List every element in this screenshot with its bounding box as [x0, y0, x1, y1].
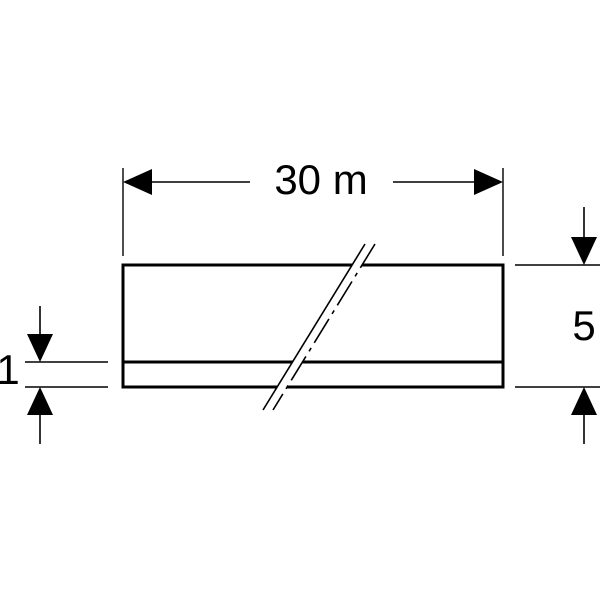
arrow-up-icon — [571, 387, 597, 415]
arrow-up-icon — [27, 387, 53, 415]
break-line-right — [272, 243, 376, 411]
stripe-label: 1 — [0, 346, 20, 393]
break-gap — [263, 244, 375, 410]
length-label: 30 m — [274, 156, 367, 203]
break-line-left — [262, 243, 366, 411]
height-label: 5 — [572, 302, 595, 349]
strip-outline — [121, 263, 505, 389]
arrow-left-icon — [123, 169, 152, 195]
arrow-right-icon — [474, 169, 503, 195]
arrow-down-icon — [571, 237, 597, 265]
arrow-down-icon — [27, 334, 53, 362]
